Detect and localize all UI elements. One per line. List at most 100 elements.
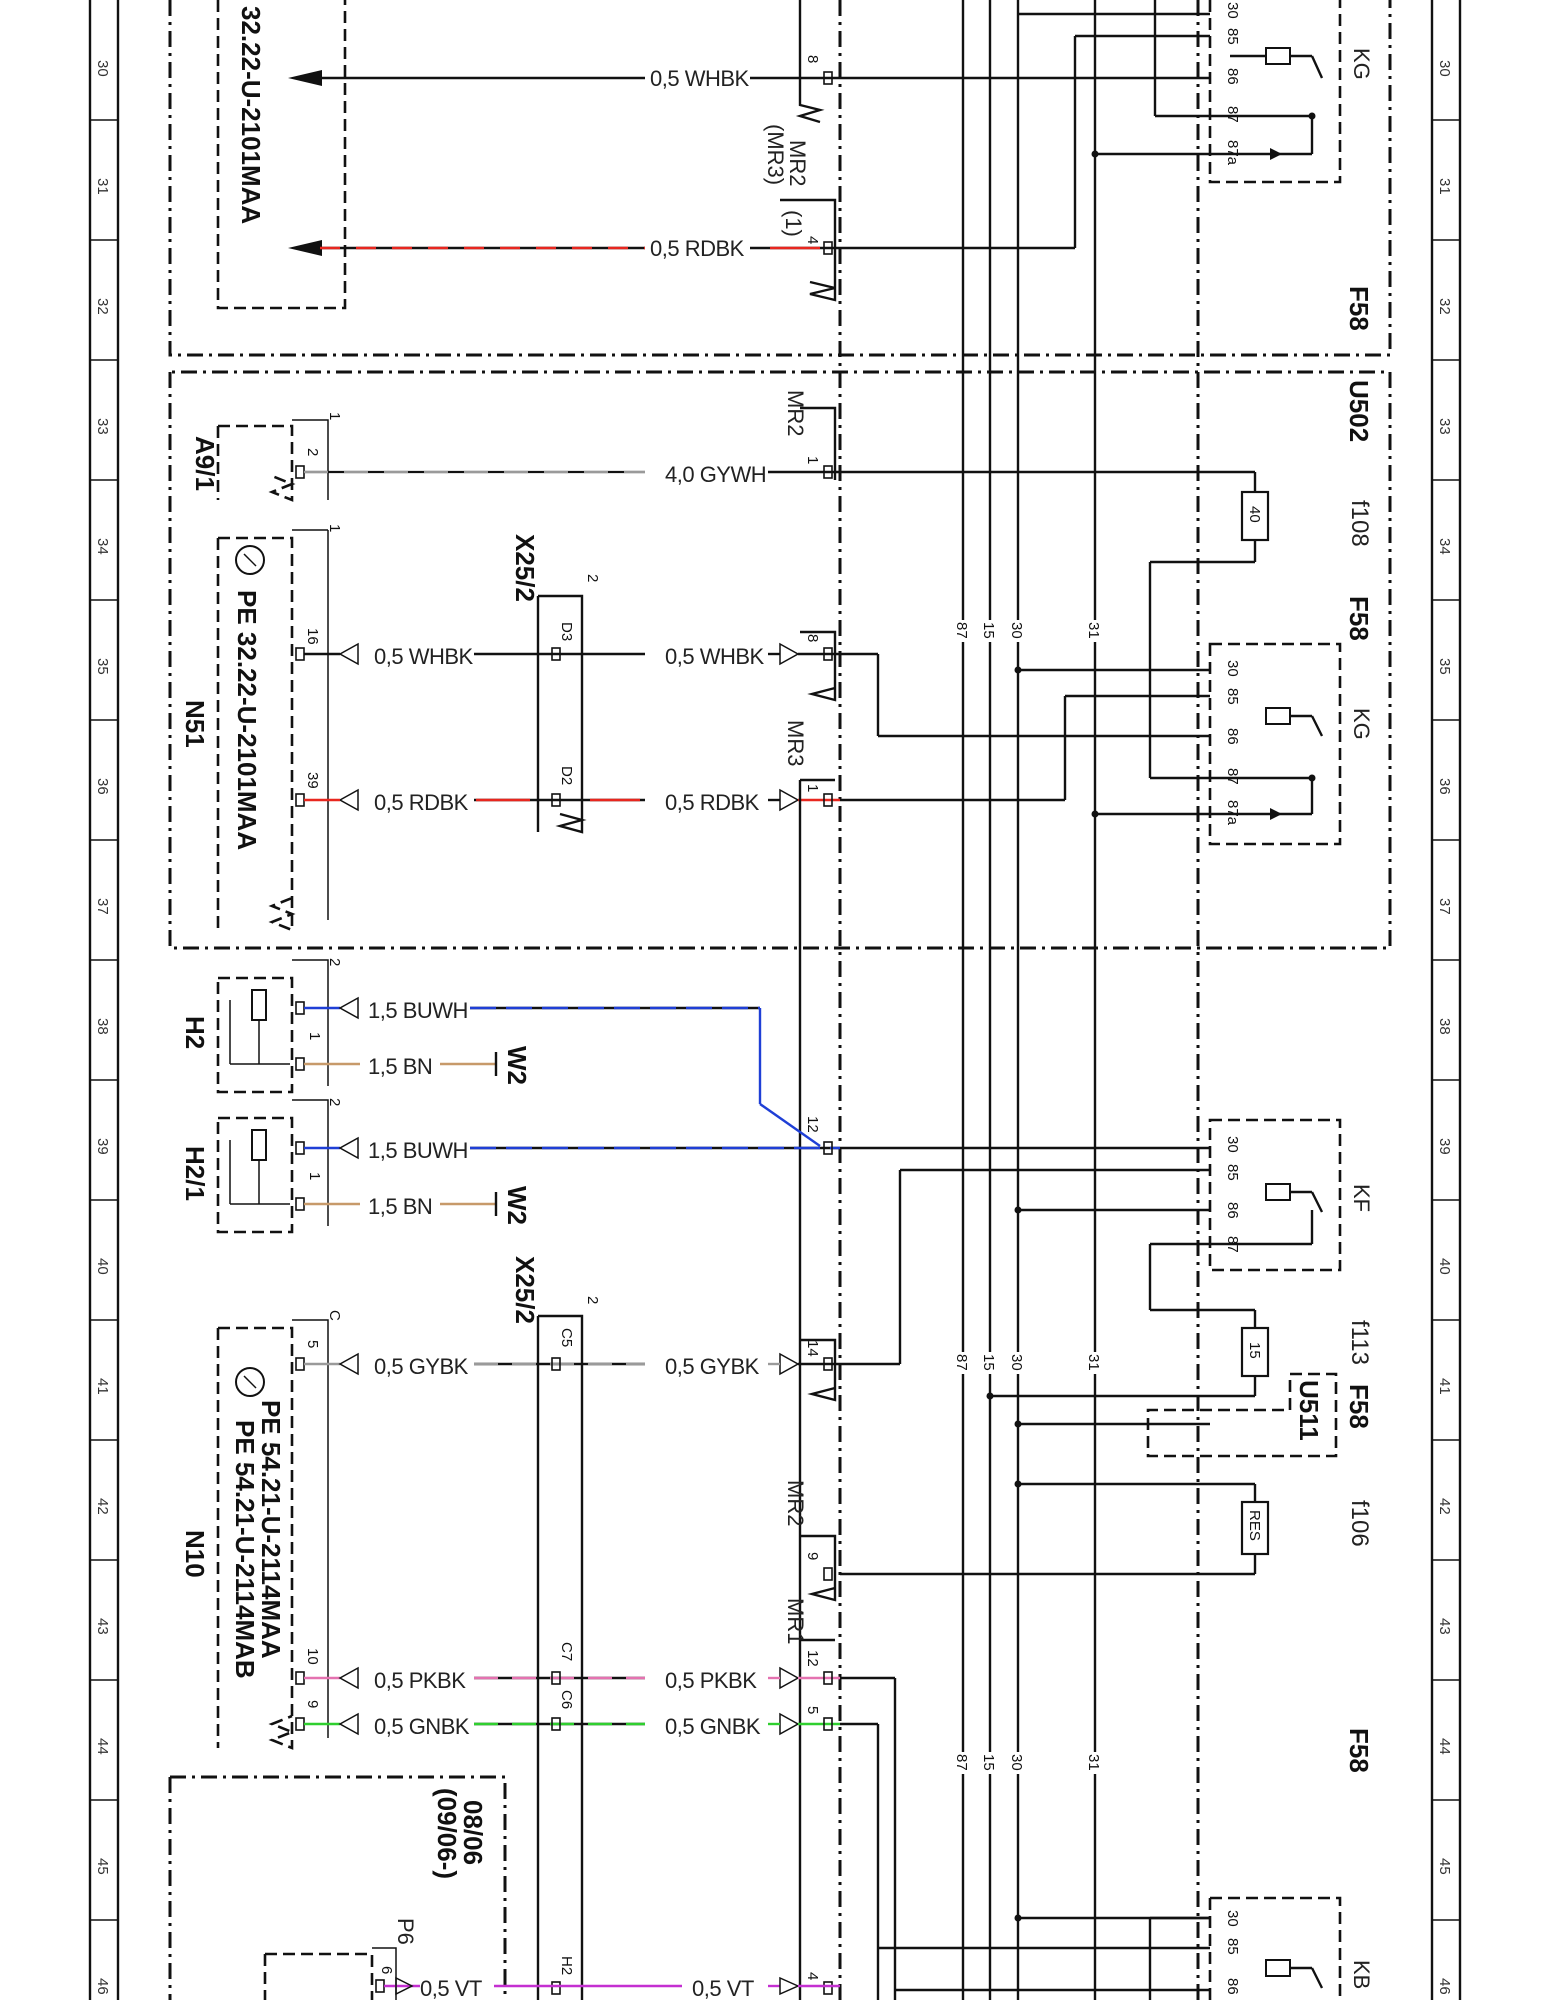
connector-mr2-mid: MR2 1 40	[783, 390, 1270, 778]
relay-kf: 30 85 86 87 KF	[840, 1118, 1374, 1364]
wire-arrows-upper	[288, 70, 645, 256]
pin-label: 2	[584, 1296, 601, 1304]
connector-label: (MR3)	[763, 124, 788, 185]
pin-label: 4	[804, 236, 821, 244]
component-p6: P6 6	[263, 1918, 420, 2000]
component-n10: C PE 54.21-U-2114MAA PE 54.21-U-2114MAB …	[180, 1310, 359, 1750]
row-number: 37	[1436, 898, 1453, 915]
row-number: 41	[94, 1378, 111, 1395]
pin-label: 85	[1224, 1164, 1241, 1181]
pin-label: 1	[804, 456, 821, 464]
pin-label: 12	[804, 1650, 821, 1667]
component-label: N10	[180, 1530, 210, 1578]
connector-label: X25/2	[510, 1256, 540, 1324]
pin-label: 9	[804, 1552, 821, 1560]
row-number: 35	[1436, 658, 1453, 675]
fuse-label: f108	[1346, 500, 1373, 547]
module-label: F58	[1344, 1728, 1374, 1773]
row-number: 46	[1436, 1978, 1453, 1995]
pin-label: 1	[326, 524, 343, 532]
row-number: 37	[94, 898, 111, 915]
module-label: F58	[1344, 596, 1374, 641]
component-ref: PE 54.21-U-2114MAA	[256, 1400, 286, 1659]
component-label: H2/1	[180, 1146, 210, 1201]
row-number: 40	[1436, 1258, 1453, 1275]
bus-labels: 87 15 30 31 87 15 30 31 87 15 30 31	[953, 620, 1103, 1774]
pin-label: 14	[804, 1340, 821, 1357]
row-number: 34	[94, 538, 111, 555]
pin-label: 85	[1224, 1938, 1241, 1955]
pin-label: 1	[326, 412, 343, 420]
connector-label: X25/2	[510, 534, 540, 602]
pin-label: 85	[1224, 688, 1241, 705]
pin-label: 4	[804, 1972, 821, 1980]
date-note: 08/06	[458, 1800, 488, 1865]
wire-label: 0,5 VT	[420, 1976, 482, 2000]
row-number: 36	[94, 778, 111, 795]
upper-reference-box: 32.22-U-2101MAA	[216, 0, 347, 310]
wire-label: 0,5 GNBK	[665, 1714, 761, 1739]
ground-label: W2	[502, 1186, 532, 1225]
wire-label: 0,5 GYBK	[665, 1354, 760, 1379]
component-label: P6	[393, 1918, 418, 1945]
row-number: 42	[1436, 1498, 1453, 1515]
pin-label: C5	[558, 1328, 575, 1347]
connector-x25-2-upper: X25/2 2 D3 D2	[510, 534, 601, 834]
connector-label: MR3	[783, 720, 808, 766]
pin-label: 2	[326, 958, 343, 966]
wire-label: 1,5 BN	[368, 1054, 432, 1079]
connector-mr2-top: 8 4 MR2 (MR3) (1)	[763, 0, 837, 302]
wire-label: 0,5 GNBK	[374, 1714, 470, 1739]
relay-kb: 30 85 86 KB	[878, 1896, 1374, 2000]
fuse-value: 40	[1246, 506, 1263, 523]
pin-label: 87a	[1224, 800, 1241, 826]
component-ref: PE 32.22-U-2101MAA	[232, 590, 262, 850]
relay-label: KB	[1349, 1960, 1374, 1989]
bus-label: 31	[1085, 622, 1102, 639]
row-number: 35	[94, 658, 111, 675]
pin-label: 30	[1224, 2, 1241, 19]
pin-label: 1	[804, 784, 821, 792]
wire-label: 1,5 BUWH	[368, 998, 468, 1023]
pin-label: 87	[1224, 106, 1241, 123]
pin-label: 5	[304, 1340, 321, 1348]
wire-label: 0,5 GYBK	[374, 1354, 469, 1379]
module-label: F58	[1344, 286, 1374, 331]
pin-label: 86	[1224, 728, 1241, 745]
row-number: 43	[94, 1618, 111, 1635]
module-label-u502: U502	[1344, 380, 1374, 442]
pin-label: 5	[804, 1706, 821, 1714]
pin-label: C	[326, 1310, 343, 1321]
relay-kg-upper: 30 85 86 87 87a KG F58	[840, 0, 1374, 331]
row-number: 45	[1436, 1858, 1453, 1875]
pin-label: 1	[306, 1032, 323, 1040]
fuse-label: f106	[1346, 1500, 1373, 1547]
row-number: 38	[94, 1018, 111, 1035]
bus-lines	[961, 0, 1097, 2000]
bus-label: 15	[980, 1754, 997, 1771]
wire-label: 0,5 RDBK	[650, 236, 745, 261]
row-number: 31	[94, 178, 111, 195]
connector-label: (1)	[781, 210, 806, 237]
row-number: 44	[1436, 1738, 1453, 1755]
connector-mr2-mr3-mid: 8 MR3 1	[783, 630, 837, 2000]
pin-label: 10	[304, 1648, 321, 1665]
row-number: 46	[94, 1978, 111, 1995]
pin-label: 8	[804, 634, 821, 642]
row-number: 42	[94, 1498, 111, 1515]
wire-label: 0,5 PKBK	[665, 1668, 757, 1693]
wire-label: 0,5 RDBK	[665, 790, 760, 815]
row-number: 30	[94, 60, 111, 77]
bus-label: 87	[953, 622, 970, 639]
fuse-f106: RES f106	[840, 1480, 1373, 1576]
bus-label: 31	[1085, 1754, 1102, 1771]
pin-label: 87a	[1224, 140, 1241, 166]
row-number: 36	[1436, 778, 1453, 795]
row-number: 41	[1436, 1378, 1453, 1395]
grid-frame	[88, 0, 1462, 2000]
row-number: 33	[1436, 418, 1453, 435]
relay-kg-mid: 30 85 86 87 87a KG	[840, 642, 1374, 846]
wire-label: 4,0 GYWH	[665, 462, 766, 487]
pin-label: D2	[558, 766, 575, 785]
pin-label: 6	[378, 1966, 395, 1974]
